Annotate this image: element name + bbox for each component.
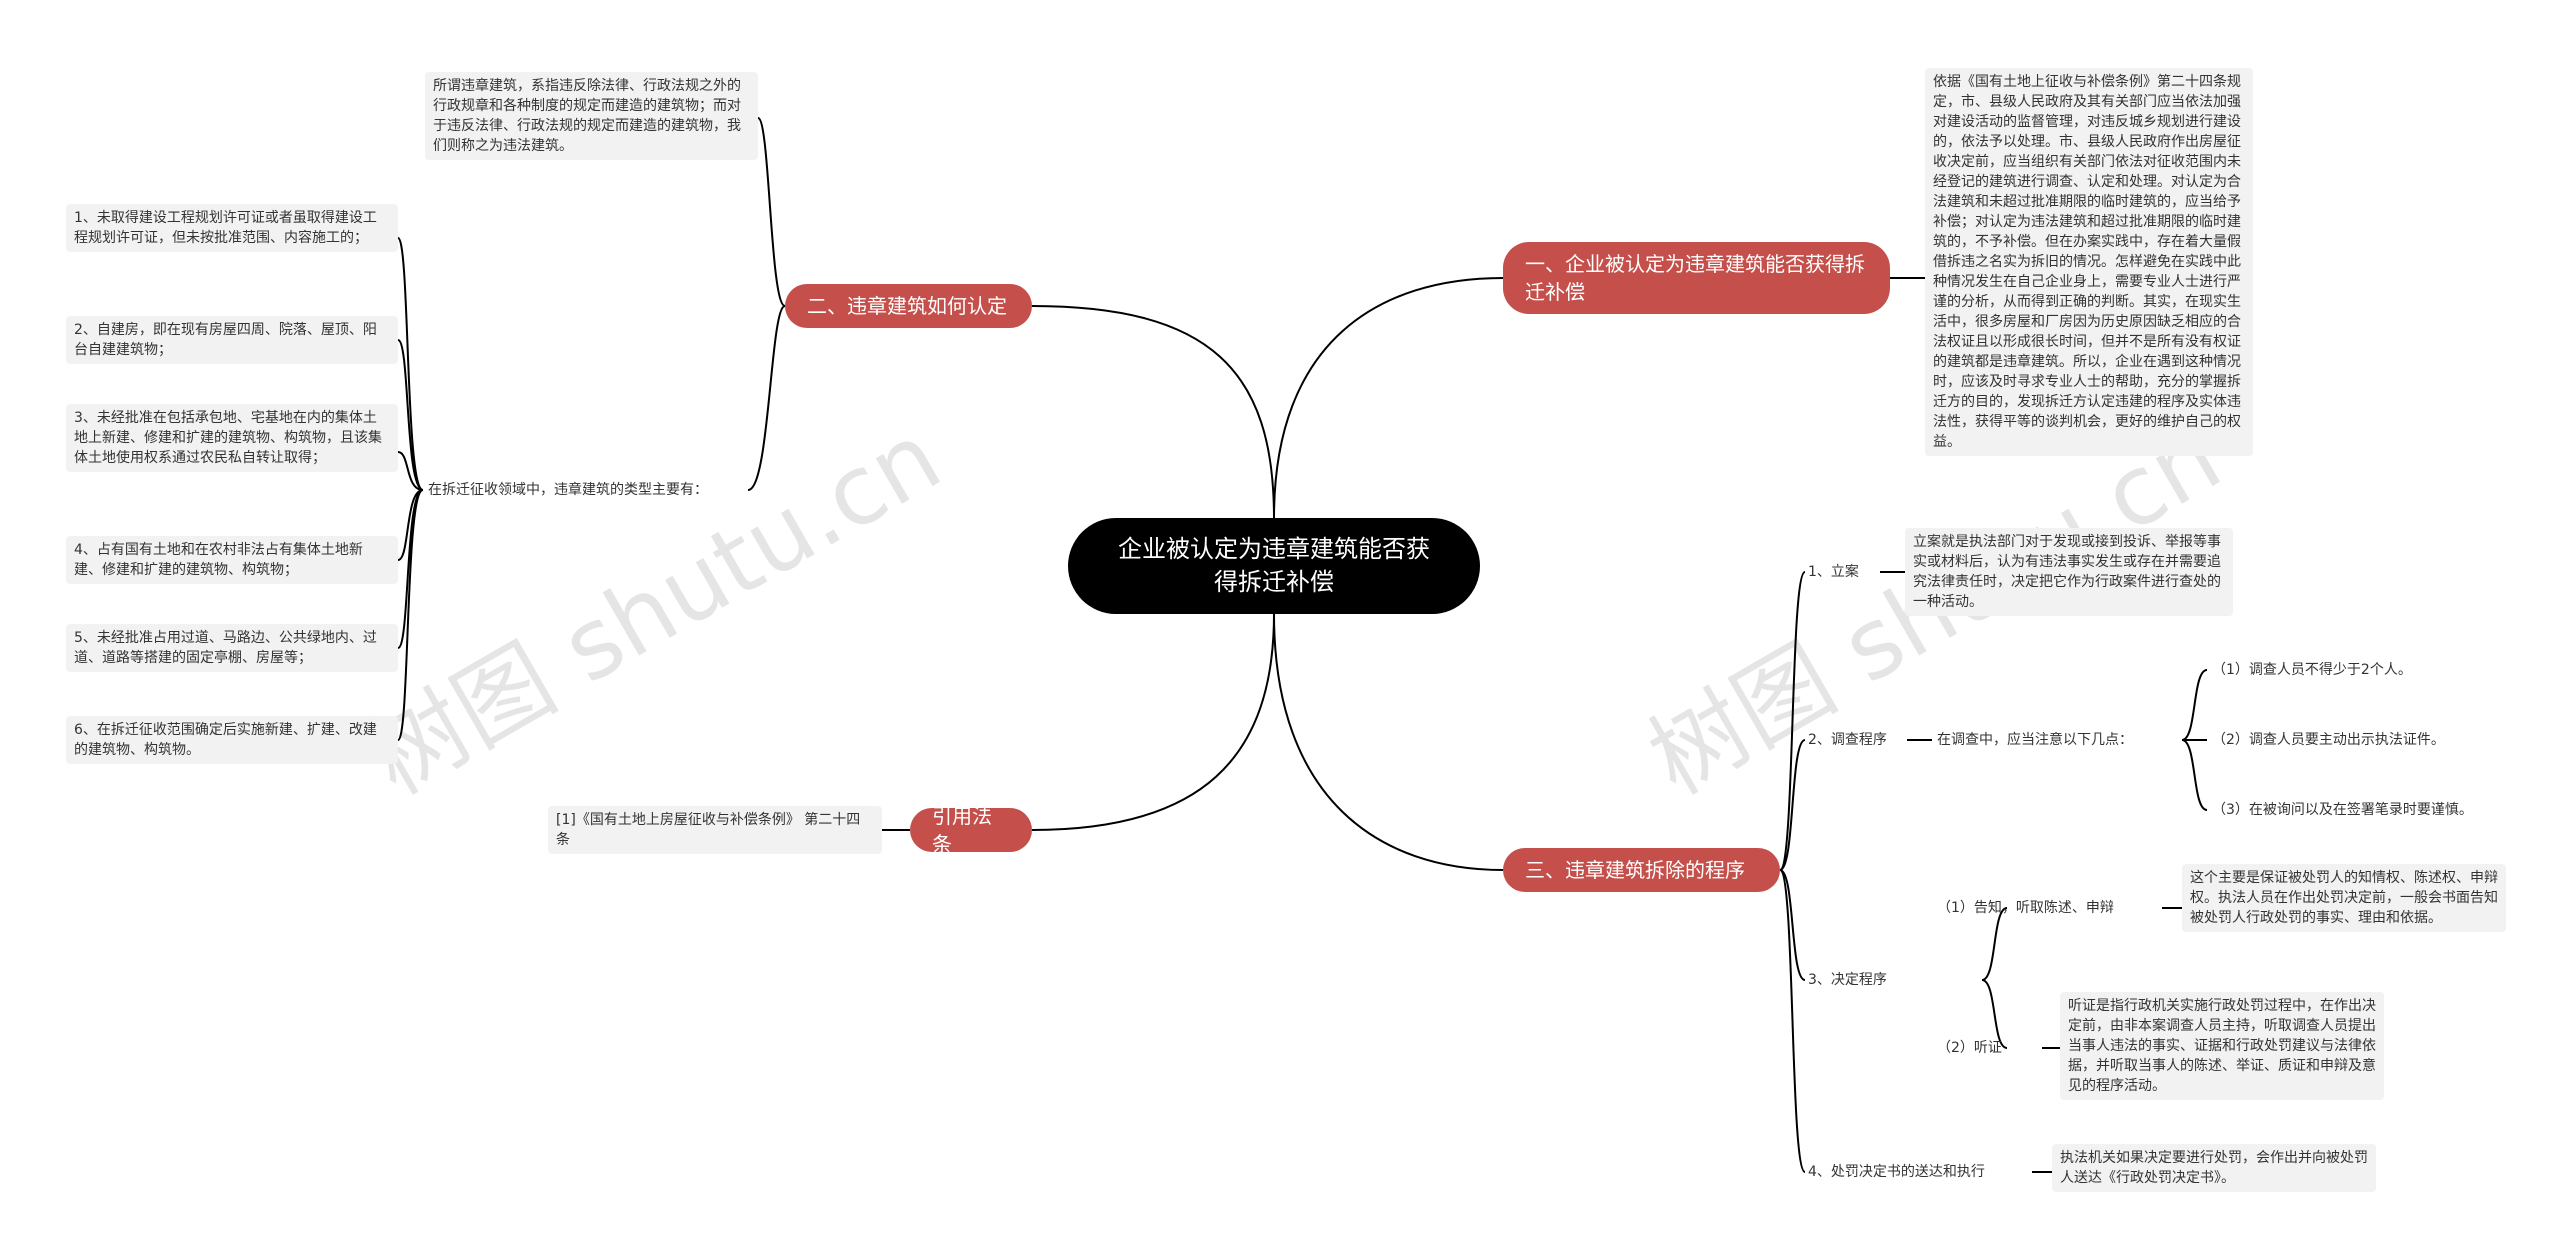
branch-identification[interactable]: 二、违章建筑如何认定 <box>785 284 1032 328</box>
branch-procedure-label: 三、违章建筑拆除的程序 <box>1525 858 1745 882</box>
investigation-point: （1）调查人员不得少于2个人。 <box>2212 662 2412 678</box>
link-b2-definition <box>757 117 786 307</box>
root-topic[interactable]: 企业被认定为违章建筑能否获得拆迁补偿 <box>1068 518 1480 614</box>
link-types-bracket <box>397 237 424 741</box>
investigation-point: （3）在被询问以及在签署笔录时要谨慎。 <box>2212 802 2473 818</box>
decision-hearing: （2）听证 <box>1937 1040 2002 1056</box>
link-b3-steps <box>1779 571 1806 1173</box>
link-root-b2 <box>1031 305 1275 519</box>
step-decision: 3、决定程序 <box>1808 972 1887 988</box>
citation-note: [1]《国有土地上房屋征收与补偿条例》 第二十四条 <box>548 806 882 854</box>
branch-identification-label: 二、违章建筑如何认定 <box>807 294 1007 318</box>
investigation-sub: 在调查中，应当注意以下几点： <box>1937 732 2133 748</box>
branch-citation-label: 引用法条 <box>932 804 992 856</box>
branch-compensation[interactable]: 一、企业被认定为违章建筑能否获得拆迁补偿 <box>1503 242 1890 314</box>
step-filing: 1、立案 <box>1808 564 1859 580</box>
link-s3-items <box>1981 907 2008 1049</box>
compensation-note: 依据《国有土地上征收与补偿条例》第二十四条规定，市、县级人民政府及其有关部门应当… <box>1925 68 2253 456</box>
step-delivery: 4、处罚决定书的送达和执行 <box>1808 1164 1985 1180</box>
root-label: 企业被认定为违章建筑能否获得拆迁补偿 <box>1118 535 1430 596</box>
link-sub-points <box>2181 669 2208 811</box>
link-root-b4 <box>1031 613 1275 831</box>
type-item: 1、未取得建设工程规划许可证或者虽取得建设工程规划许可证，但未按批准范围、内容施… <box>66 204 398 252</box>
link-root-b3 <box>1273 613 1504 871</box>
type-item: 6、在拆迁征收范围确定后实施新建、扩建、改建的建筑物、构筑物。 <box>66 716 398 764</box>
link-root-b1 <box>1273 277 1504 519</box>
types-label: 在拆迁征收领域中，违章建筑的类型主要有： <box>428 482 708 498</box>
type-item: 5、未经批准占用过道、马路边、公共绿地内、过道、道路等搭建的固定亭棚、房屋等； <box>66 624 398 672</box>
hearing-note: 听证是指行政机关实施行政处罚过程中，在作出决定前，由非本案调查人员主持，听取调查… <box>2060 992 2384 1100</box>
step-investigation: 2、调查程序 <box>1808 732 1887 748</box>
filing-note: 立案就是执法部门对于发现或接到投诉、举报等事实或材料后，认为有违法事实发生或存在… <box>1905 528 2233 616</box>
investigation-point: （2）调查人员要主动出示执法证件。 <box>2212 732 2445 748</box>
branch-compensation-label: 一、企业被认定为违章建筑能否获得拆迁补偿 <box>1525 252 1865 304</box>
delivery-note: 执法机关如果决定要进行处罚，会作出并向被处罚人送达《行政处罚决定书》。 <box>2052 1144 2376 1192</box>
type-item: 3、未经批准在包括承包地、宅基地在内的集体土地上新建、修建和扩建的建筑物、构筑物… <box>66 404 398 472</box>
type-item: 4、占有国有土地和在农村非法占有集体土地新建、修建和扩建的建筑物、构筑物； <box>66 536 398 584</box>
branch-citation[interactable]: 引用法条 <box>910 804 1032 856</box>
link-b2-types <box>747 305 786 491</box>
definition-note: 所谓违章建筑，系指违反除法律、行政法规之外的行政规章和各种制度的规定而建造的建筑… <box>425 72 758 160</box>
notify-note: 这个主要是保证被处罚人的知情权、陈述权、申辩权。执法人员在作出处罚决定前，一般会… <box>2182 864 2506 932</box>
type-item: 2、自建房，即在现有房屋四周、院落、屋顶、阳台自建建筑物； <box>66 316 398 364</box>
branch-procedure[interactable]: 三、违章建筑拆除的程序 <box>1503 848 1780 892</box>
decision-notify: （1）告知，听取陈述、申辩 <box>1937 900 2114 916</box>
